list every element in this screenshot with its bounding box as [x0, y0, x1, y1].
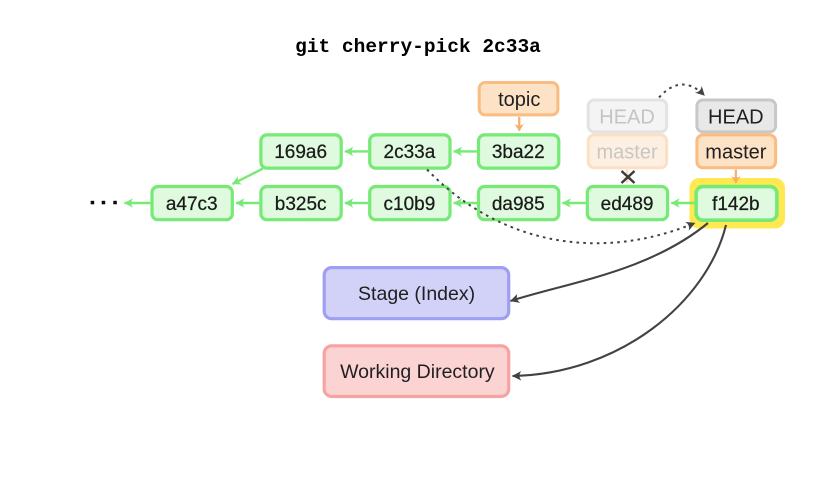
svg-text:git cherry-pick 2c33a: git cherry-pick 2c33a [295, 36, 541, 58]
svg-text:ed489: ed489 [601, 194, 654, 215]
svg-text:Stage (Index): Stage (Index) [358, 283, 475, 305]
svg-text:master: master [596, 142, 657, 164]
svg-text:a47c3: a47c3 [166, 194, 218, 215]
svg-text:HEAD: HEAD [708, 106, 764, 128]
svg-text:b325c: b325c [275, 194, 327, 215]
svg-text:da985: da985 [492, 194, 545, 215]
svg-text:169a6: 169a6 [274, 142, 327, 163]
svg-text:topic: topic [498, 89, 540, 111]
svg-text:Working Directory: Working Directory [340, 361, 495, 383]
svg-text:master: master [705, 142, 766, 164]
svg-text:c10b9: c10b9 [384, 194, 436, 215]
svg-text:2c33a: 2c33a [384, 142, 436, 163]
svg-text:3ba22: 3ba22 [492, 142, 545, 163]
svg-text:f142b: f142b [712, 194, 760, 215]
svg-text:HEAD: HEAD [599, 106, 655, 128]
